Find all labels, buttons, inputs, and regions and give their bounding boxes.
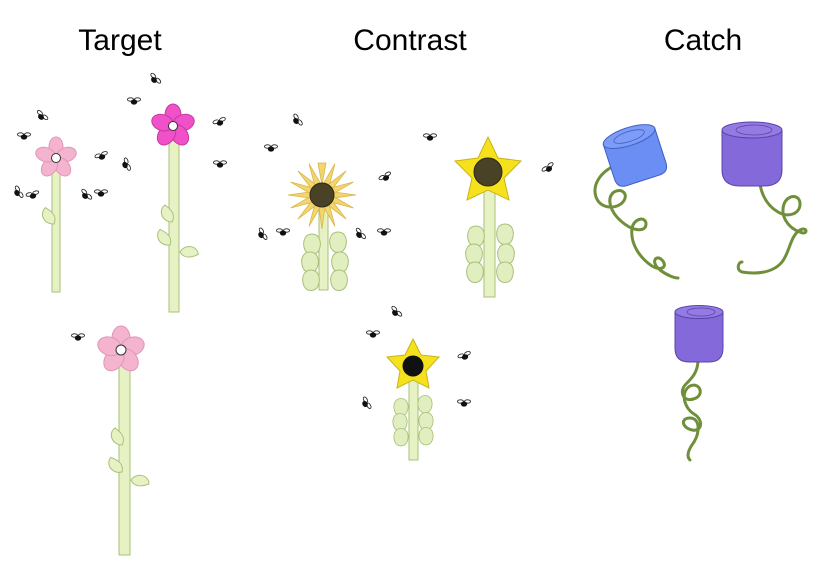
cup-icon (721, 121, 783, 187)
flower-icon (287, 162, 357, 230)
insect-icon (377, 228, 391, 237)
insect-icon (71, 333, 85, 342)
insect-icon (10, 184, 25, 201)
contrast-flower-sunflower (287, 162, 357, 291)
heading-catch: Catch (663, 24, 743, 57)
catch-object-purple-2 (674, 305, 724, 462)
insect-icon (540, 161, 557, 176)
heading-contrast: Contrast (353, 24, 467, 57)
cup-icon (602, 124, 668, 187)
target-flower-light-pink-1 (35, 136, 77, 293)
target-flower-light-pink-2 (97, 325, 152, 556)
insect-icon (147, 71, 163, 87)
insect-icon (358, 395, 373, 412)
vine-icon (593, 163, 680, 280)
insect-icon (388, 304, 404, 320)
insect-icon (264, 144, 278, 153)
insect-icon (254, 226, 269, 243)
insect-icon (25, 189, 41, 201)
insect-icon (423, 133, 437, 142)
heading-target: Target (78, 24, 162, 57)
flower-icon (385, 337, 441, 389)
target-flower-hot-pink (151, 103, 201, 313)
insect-icon (17, 132, 31, 141)
insect-icon (211, 116, 228, 129)
insect-icon (127, 97, 141, 106)
insect-icon (94, 189, 108, 198)
contrast-flower-yellow-black (385, 337, 441, 461)
insect-icon (456, 350, 473, 363)
flower-icon (151, 103, 195, 146)
insect-icon (457, 399, 471, 408)
insect-icon (289, 112, 304, 129)
insect-icon (366, 330, 380, 339)
insect-icon (78, 187, 94, 203)
insect-icon (352, 226, 367, 243)
insect-icon (93, 150, 110, 163)
insect-icon (276, 228, 290, 237)
flower-icon (453, 135, 523, 201)
catch-object-blue (593, 124, 680, 280)
insect-icon (119, 156, 132, 173)
cup-icon (674, 305, 724, 363)
insect-icon (377, 170, 394, 185)
catch-object-purple-1 (721, 121, 808, 275)
contrast-flower-yellow-brown (453, 135, 523, 298)
flower-icon (35, 136, 77, 177)
vine-icon (680, 358, 702, 462)
insect-icon (33, 109, 50, 124)
insect-icon (213, 160, 227, 169)
target-insects (10, 71, 228, 342)
flower-icon (97, 325, 145, 372)
vine-icon (736, 182, 808, 275)
